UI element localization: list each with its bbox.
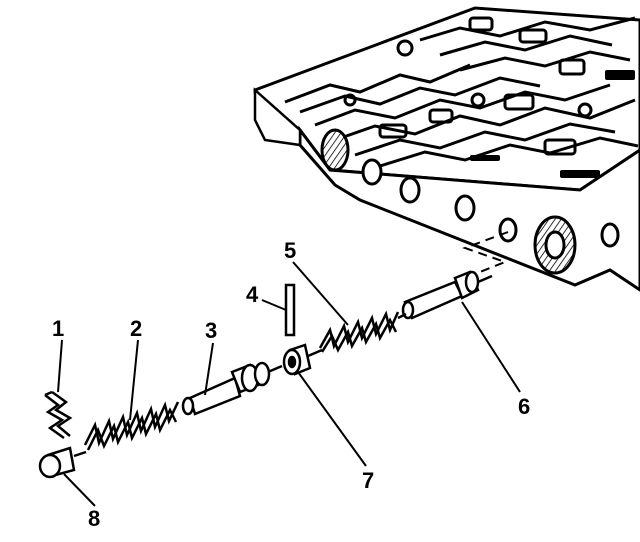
callout-8: 8 — [88, 506, 101, 531]
part-7-sleeve — [282, 343, 323, 376]
callout-6: 6 — [518, 394, 531, 419]
part-3-valve — [181, 361, 283, 416]
valve-body — [253, 6, 640, 292]
part-6-valve — [401, 270, 493, 320]
part-2-spring — [83, 401, 180, 451]
leader-lines — [57, 261, 521, 507]
callout-7: 7 — [362, 468, 375, 493]
assembly-line — [462, 231, 509, 277]
part-1-clip — [44, 390, 73, 440]
part-4-pin — [284, 283, 296, 337]
callout-2: 2 — [130, 316, 143, 341]
part-8-plug — [38, 446, 87, 479]
callout-3: 3 — [205, 318, 218, 343]
part-5-spring — [318, 310, 407, 353]
callout-5: 5 — [284, 238, 297, 263]
callout-1: 1 — [52, 316, 65, 341]
callout-4: 4 — [246, 282, 259, 307]
